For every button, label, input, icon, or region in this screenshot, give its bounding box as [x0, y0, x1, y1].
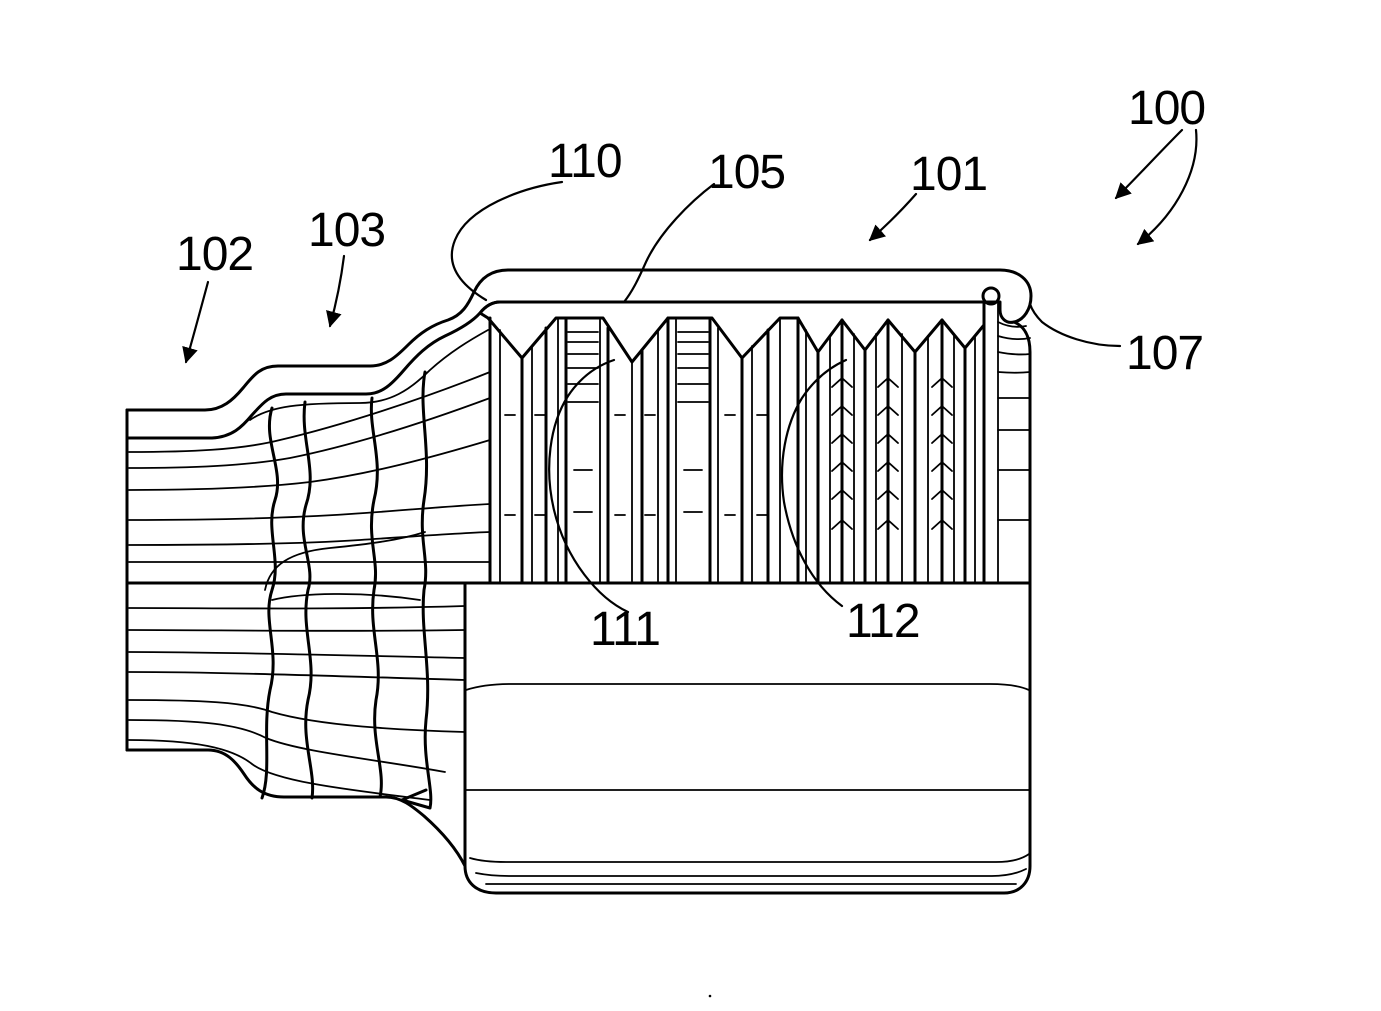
corrugation-marks [505, 332, 952, 529]
shading-line [129, 372, 490, 452]
arrow-103 [330, 256, 344, 326]
corrugation-lines [490, 318, 975, 583]
ref-numeral-100: 100 [1128, 82, 1205, 135]
shading-line [466, 684, 1029, 690]
shading-line [129, 532, 490, 545]
wrinkle-line [272, 594, 420, 600]
arrow-100-b [1138, 130, 1196, 244]
ref-numeral-107: 107 [1126, 327, 1203, 380]
arrow-100-a [1116, 130, 1182, 198]
leader-lines [186, 130, 1196, 612]
shading-line [129, 700, 465, 732]
shading-line [129, 504, 490, 520]
ref-numeral-112: 112 [846, 595, 920, 648]
lip-line [998, 372, 1030, 373]
lower-exterior-view [127, 410, 1030, 893]
ref-numeral-110: 110 [548, 135, 622, 188]
leader-112 [782, 360, 846, 606]
ref-numeral-102: 102 [176, 228, 253, 281]
filled-region-section [480, 302, 984, 362]
leader-110 [452, 182, 562, 300]
shading-line [250, 330, 488, 420]
shading-line [470, 854, 1029, 862]
body-shading-lower [466, 684, 1029, 884]
shading-line [129, 720, 445, 772]
shading-line [129, 652, 465, 658]
body-outline-lower [465, 583, 1030, 893]
ref-numeral-105: 105 [708, 146, 785, 199]
ref-numeral-103: 103 [308, 204, 385, 257]
leader-105 [624, 184, 714, 302]
tube-shading-lower [129, 606, 465, 800]
shading-line [476, 869, 1026, 876]
end-lip-shading [998, 322, 1030, 520]
upper-section-view [127, 270, 1031, 583]
shading-line [129, 672, 465, 680]
leader-111 [549, 360, 628, 612]
ref-numeral-111: 111 [590, 603, 660, 656]
lip-line [998, 352, 1030, 354]
leader-107 [1030, 304, 1120, 346]
wrinkle-line [402, 372, 431, 808]
wrinkle-line [303, 402, 313, 798]
right-end-edge [1014, 322, 1030, 583]
lip-line [998, 336, 1030, 339]
speck-mark [709, 995, 712, 998]
shading-line [129, 606, 465, 609]
wrinkle-line [371, 398, 381, 797]
ref-numeral-101: 101 [910, 148, 987, 201]
reference-numerals: 100 101 102 103 105 107 110 111 112 [176, 82, 1205, 656]
arrow-102 [186, 282, 208, 362]
shading-line [129, 630, 465, 631]
